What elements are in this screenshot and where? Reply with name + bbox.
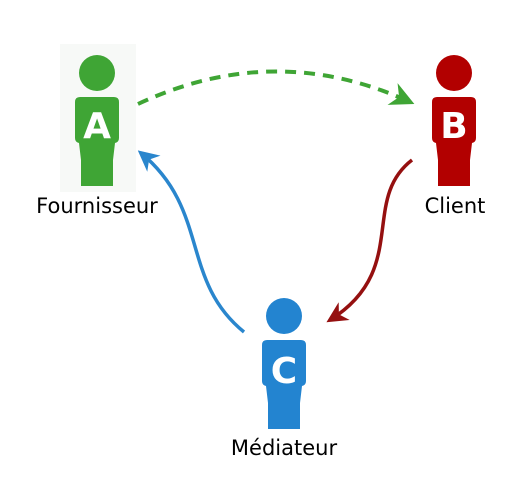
node-b: B Client [425,55,486,218]
node-b-letter: B [440,106,467,147]
node-c: C Médiateur [231,298,338,460]
node-a: A Fournisseur [36,44,158,218]
edge-a-to-b [137,69,415,106]
node-c-letter: C [271,351,297,392]
node-c-label: Médiateur [231,436,338,460]
person-icon [262,298,306,429]
edge-c-to-a [137,150,246,334]
node-a-letter: A [83,106,111,147]
person-icon [432,55,476,186]
edge-b-to-c [326,158,414,323]
node-b-label: Client [425,194,486,218]
node-a-label: Fournisseur [36,194,158,218]
person-icon [75,55,119,186]
